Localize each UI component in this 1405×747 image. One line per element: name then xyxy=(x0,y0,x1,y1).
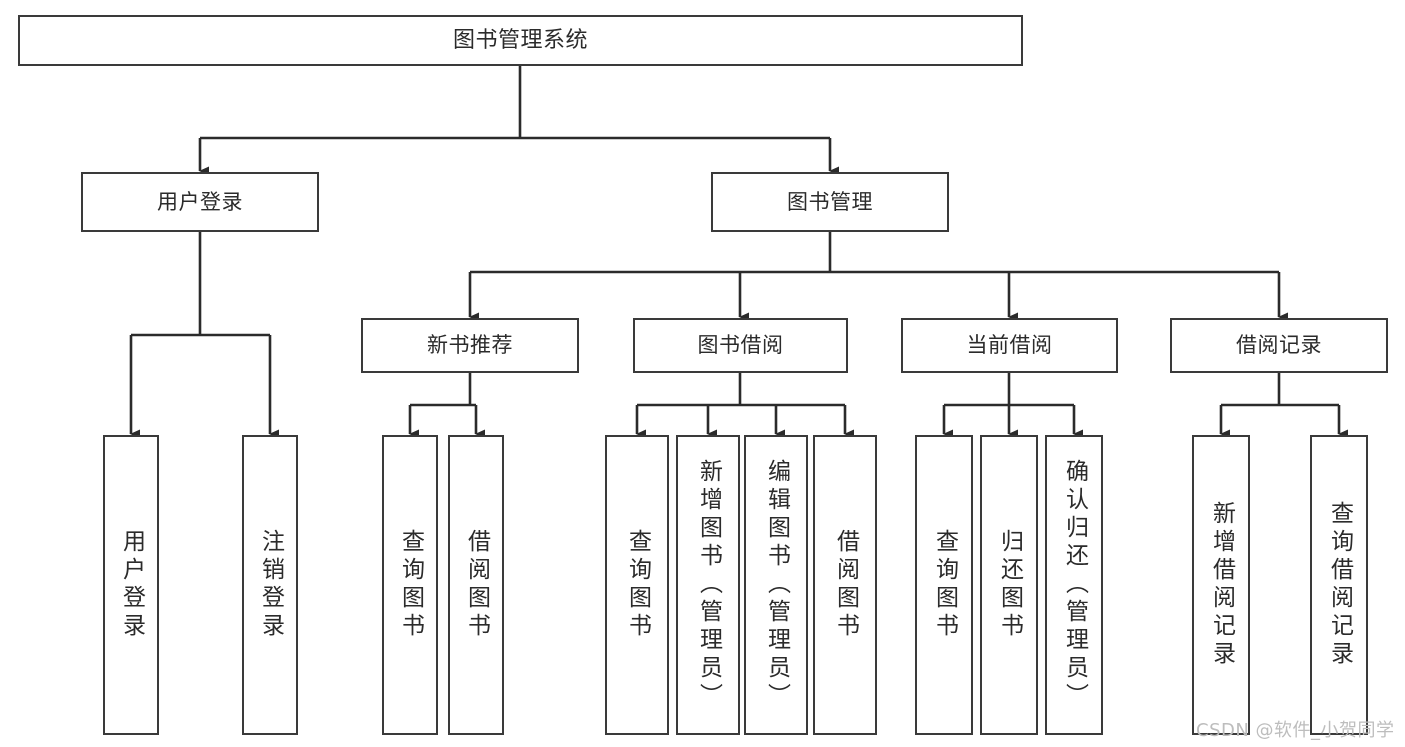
node-label: 新增图书（管理员） xyxy=(695,459,722,711)
node-current-borrow[interactable]: 当前借阅 xyxy=(901,318,1118,373)
node-label: 当前借阅 xyxy=(966,333,1053,358)
node-label: 图书管理系统 xyxy=(452,27,588,53)
node-leaf-query-book-2[interactable]: 查询图书 xyxy=(605,435,669,735)
node-leaf-add-record[interactable]: 新增借阅记录 xyxy=(1192,435,1250,735)
node-label: 查询图书 xyxy=(397,529,424,641)
node-label: 归还图书 xyxy=(996,529,1023,641)
node-leaf-add-book[interactable]: 新增图书（管理员） xyxy=(676,435,740,735)
node-leaf-logout[interactable]: 注销登录 xyxy=(242,435,298,735)
node-new-book-recommend[interactable]: 新书推荐 xyxy=(361,318,579,373)
node-label: 用户登录 xyxy=(118,529,145,641)
node-borrow-record[interactable]: 借阅记录 xyxy=(1170,318,1388,373)
node-label: 编辑图书（管理员） xyxy=(763,459,790,711)
node-label: 借阅记录 xyxy=(1236,333,1322,358)
node-leaf-query-book-1[interactable]: 查询图书 xyxy=(382,435,438,735)
node-label: 借阅图书 xyxy=(463,529,490,641)
node-label: 注销登录 xyxy=(257,529,284,641)
node-leaf-borrow-book-2[interactable]: 借阅图书 xyxy=(813,435,877,735)
node-book-borrow[interactable]: 图书借阅 xyxy=(633,318,848,373)
node-label: 借阅图书 xyxy=(832,529,859,641)
watermark-label: CSDN @软件_小贺同学 xyxy=(1196,720,1395,741)
node-label: 用户登录 xyxy=(157,189,243,214)
node-book-manage[interactable]: 图书管理 xyxy=(711,172,949,232)
node-label: 图书借阅 xyxy=(697,333,784,358)
node-leaf-edit-book[interactable]: 编辑图书（管理员） xyxy=(744,435,808,735)
node-label: 确认归还（管理员） xyxy=(1061,459,1088,711)
connector-paths xyxy=(129,66,1348,439)
node-label: 图书管理 xyxy=(787,189,873,214)
node-leaf-return-book[interactable]: 归还图书 xyxy=(980,435,1038,735)
node-leaf-confirm-return[interactable]: 确认归还（管理员） xyxy=(1045,435,1103,735)
node-label: 新增借阅记录 xyxy=(1208,501,1235,669)
node-label: 查询借阅记录 xyxy=(1326,501,1353,669)
node-user-login[interactable]: 用户登录 xyxy=(81,172,319,232)
node-label: 查询图书 xyxy=(624,529,651,641)
node-root-system[interactable]: 图书管理系统 xyxy=(18,15,1023,66)
node-leaf-query-record[interactable]: 查询借阅记录 xyxy=(1310,435,1368,735)
node-leaf-user-login[interactable]: 用户登录 xyxy=(103,435,159,735)
node-leaf-borrow-book-1[interactable]: 借阅图书 xyxy=(448,435,504,735)
node-label: 新书推荐 xyxy=(427,333,513,358)
node-label: 查询图书 xyxy=(931,529,958,641)
node-leaf-query-book-3[interactable]: 查询图书 xyxy=(915,435,973,735)
